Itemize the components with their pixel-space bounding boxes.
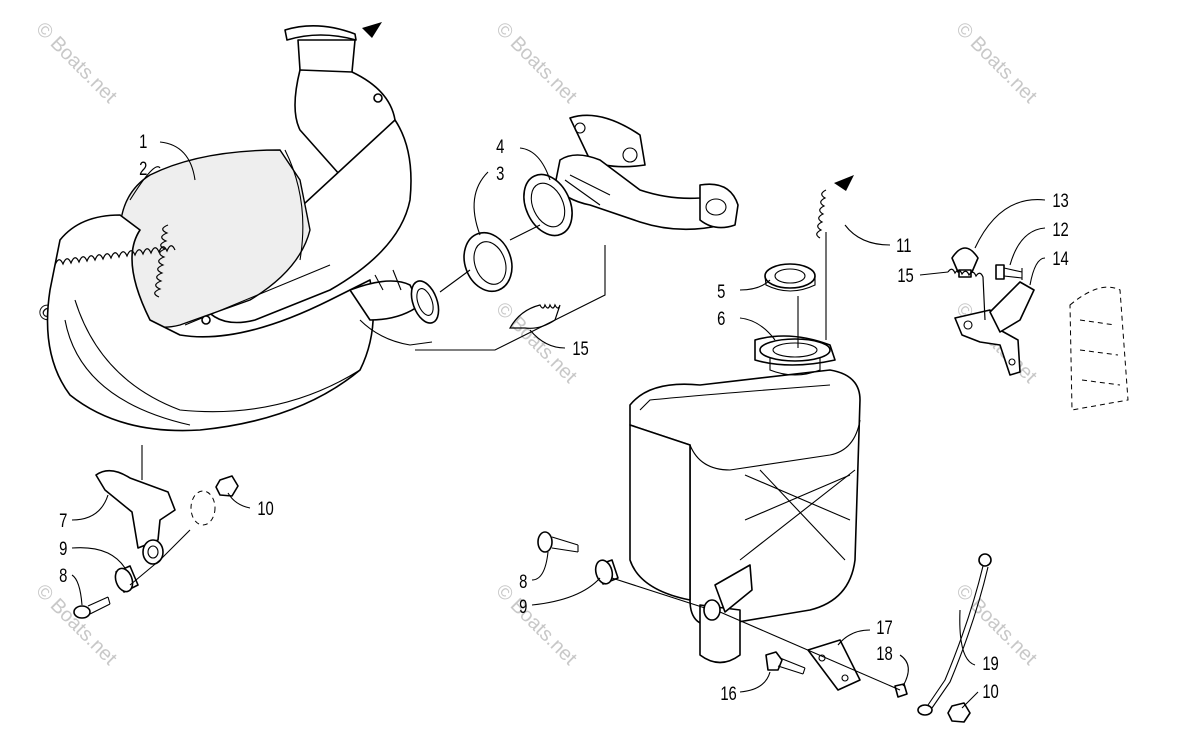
watermark: © Boats.net — [491, 298, 581, 388]
callout-label: 16 — [720, 683, 736, 704]
direction-arrow — [362, 22, 382, 38]
callout-label: 3 — [496, 163, 504, 184]
callout-label: 2 — [139, 158, 147, 179]
callout-label: 11 — [896, 235, 911, 256]
bracket-spring — [947, 268, 986, 321]
gasket-part — [463, 231, 513, 293]
callout-label: 19 — [982, 653, 998, 674]
exhaust-spring — [54, 245, 176, 266]
tank-bracket-part — [807, 639, 861, 691]
ground-strap-part — [917, 553, 992, 716]
grommet-part — [114, 565, 139, 593]
bolt-part — [765, 651, 806, 675]
exhaust-spring — [154, 224, 169, 298]
washer-part — [894, 683, 908, 698]
exhaust-pipe-part — [46, 25, 440, 432]
callout-label: 17 — [876, 617, 892, 638]
bolt-part — [995, 264, 1023, 280]
callout-label: 15 — [572, 338, 588, 359]
callout-label: 10 — [982, 681, 998, 702]
watermark: © Boats.net — [31, 18, 121, 108]
callout-label: 10 — [257, 498, 273, 519]
nut-part — [215, 475, 239, 497]
callout-label: 6 — [717, 308, 725, 329]
tank-spring — [816, 189, 827, 239]
callout-label: 8 — [519, 571, 527, 592]
manifold-part — [523, 114, 739, 237]
callout-label: 5 — [717, 281, 725, 302]
callout-label: 1 — [139, 131, 147, 152]
callout-labels: 1 2 3 4 5 6 7 8 8 9 9 10 10 11 12 13 14 … — [59, 131, 1069, 704]
nut-part — [947, 702, 971, 723]
washer-part — [190, 490, 216, 526]
callout-label: 8 — [59, 565, 67, 586]
callout-label: 4 — [496, 136, 504, 157]
leader-lines — [71, 141, 1046, 709]
callout-label: 12 — [1052, 219, 1068, 240]
callout-label: 9 — [519, 596, 527, 617]
bolt-part — [537, 531, 579, 553]
bumper-part — [951, 247, 979, 278]
mount-bracket-part — [954, 281, 1129, 411]
hanger-bracket-part — [95, 469, 176, 565]
callout-label: 13 — [1052, 190, 1068, 211]
callout-label: 9 — [59, 538, 67, 559]
callout-label: 7 — [59, 510, 67, 531]
bolt-part — [73, 596, 111, 619]
tank-cap-part — [764, 263, 816, 292]
callout-label: 15 — [897, 265, 913, 286]
callout-label: 18 — [876, 643, 892, 664]
watermark: © Boats.net — [31, 580, 121, 670]
watermark: © Boats.net — [491, 18, 581, 108]
direction-arrow — [834, 175, 854, 191]
watermark: © Boats.net — [491, 580, 581, 670]
oil-tank-part — [629, 335, 861, 664]
callout-label: 14 — [1052, 248, 1068, 269]
watermark: © Boats.net — [951, 18, 1041, 108]
